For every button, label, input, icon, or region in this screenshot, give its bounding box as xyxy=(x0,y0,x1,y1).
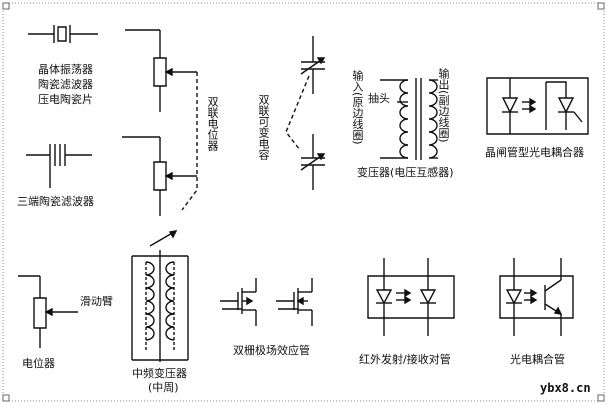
label-dual-variable-capacitor: 双联可变电容 xyxy=(257,94,270,160)
label-transformer-input: 输入(原边线圈) xyxy=(351,70,364,145)
label-ir-emitter-receiver: 红外发射/接收对管 xyxy=(359,353,451,366)
ceramic-filter-3-terminal-symbol xyxy=(26,144,92,188)
label-thyristor-photocoupler: 晶闸管型光电耦合器 xyxy=(485,146,584,159)
label-optocoupler: 光电耦合管 xyxy=(510,353,565,366)
label-potentiometer: 电位器 xyxy=(22,357,55,370)
dual-potentiometer-symbol xyxy=(122,30,197,216)
label-transformer-tap: 抽头 xyxy=(368,92,390,105)
label-3-terminal-ceramic-filter: 三端陶瓷滤波器 xyxy=(17,195,94,208)
optocoupler-symbol xyxy=(500,258,573,336)
label-if-transformer: 中频变压器 xyxy=(132,367,187,380)
label-if-transformer-alias: (中周) xyxy=(148,381,179,394)
ir-emitter-receiver-symbol xyxy=(368,258,454,336)
thyristor-photocoupler-symbol xyxy=(487,78,588,134)
label-transformer: 变压器(电压互感器) xyxy=(357,166,454,179)
dual-variable-capacitor-symbol xyxy=(286,36,325,190)
label-wiper: 滑动臂 xyxy=(80,295,113,308)
label-dual-potentiometer: 双联电位器 xyxy=(206,96,219,151)
watermark: ybx8.cn xyxy=(540,381,591,395)
dual-gate-fet-symbol-1 xyxy=(220,278,256,326)
crystal-oscillator-symbol xyxy=(28,25,98,43)
label-ceramic-filter: 陶瓷滤波器 xyxy=(38,78,93,91)
transformer-symbol xyxy=(380,78,438,160)
label-piezo-ceramic: 压电陶瓷片 xyxy=(38,93,93,106)
label-transformer-output: 输出(副边线圈) xyxy=(437,68,450,143)
if-transformer-symbol xyxy=(132,231,188,362)
potentiometer-symbol xyxy=(18,276,78,348)
label-dual-gate-fet: 双栅极场效应管 xyxy=(233,344,310,357)
label-crystal-oscillator: 晶体振荡器 xyxy=(38,63,93,76)
diagram-frame xyxy=(3,3,604,401)
dual-gate-fet-symbol-2 xyxy=(276,278,312,326)
